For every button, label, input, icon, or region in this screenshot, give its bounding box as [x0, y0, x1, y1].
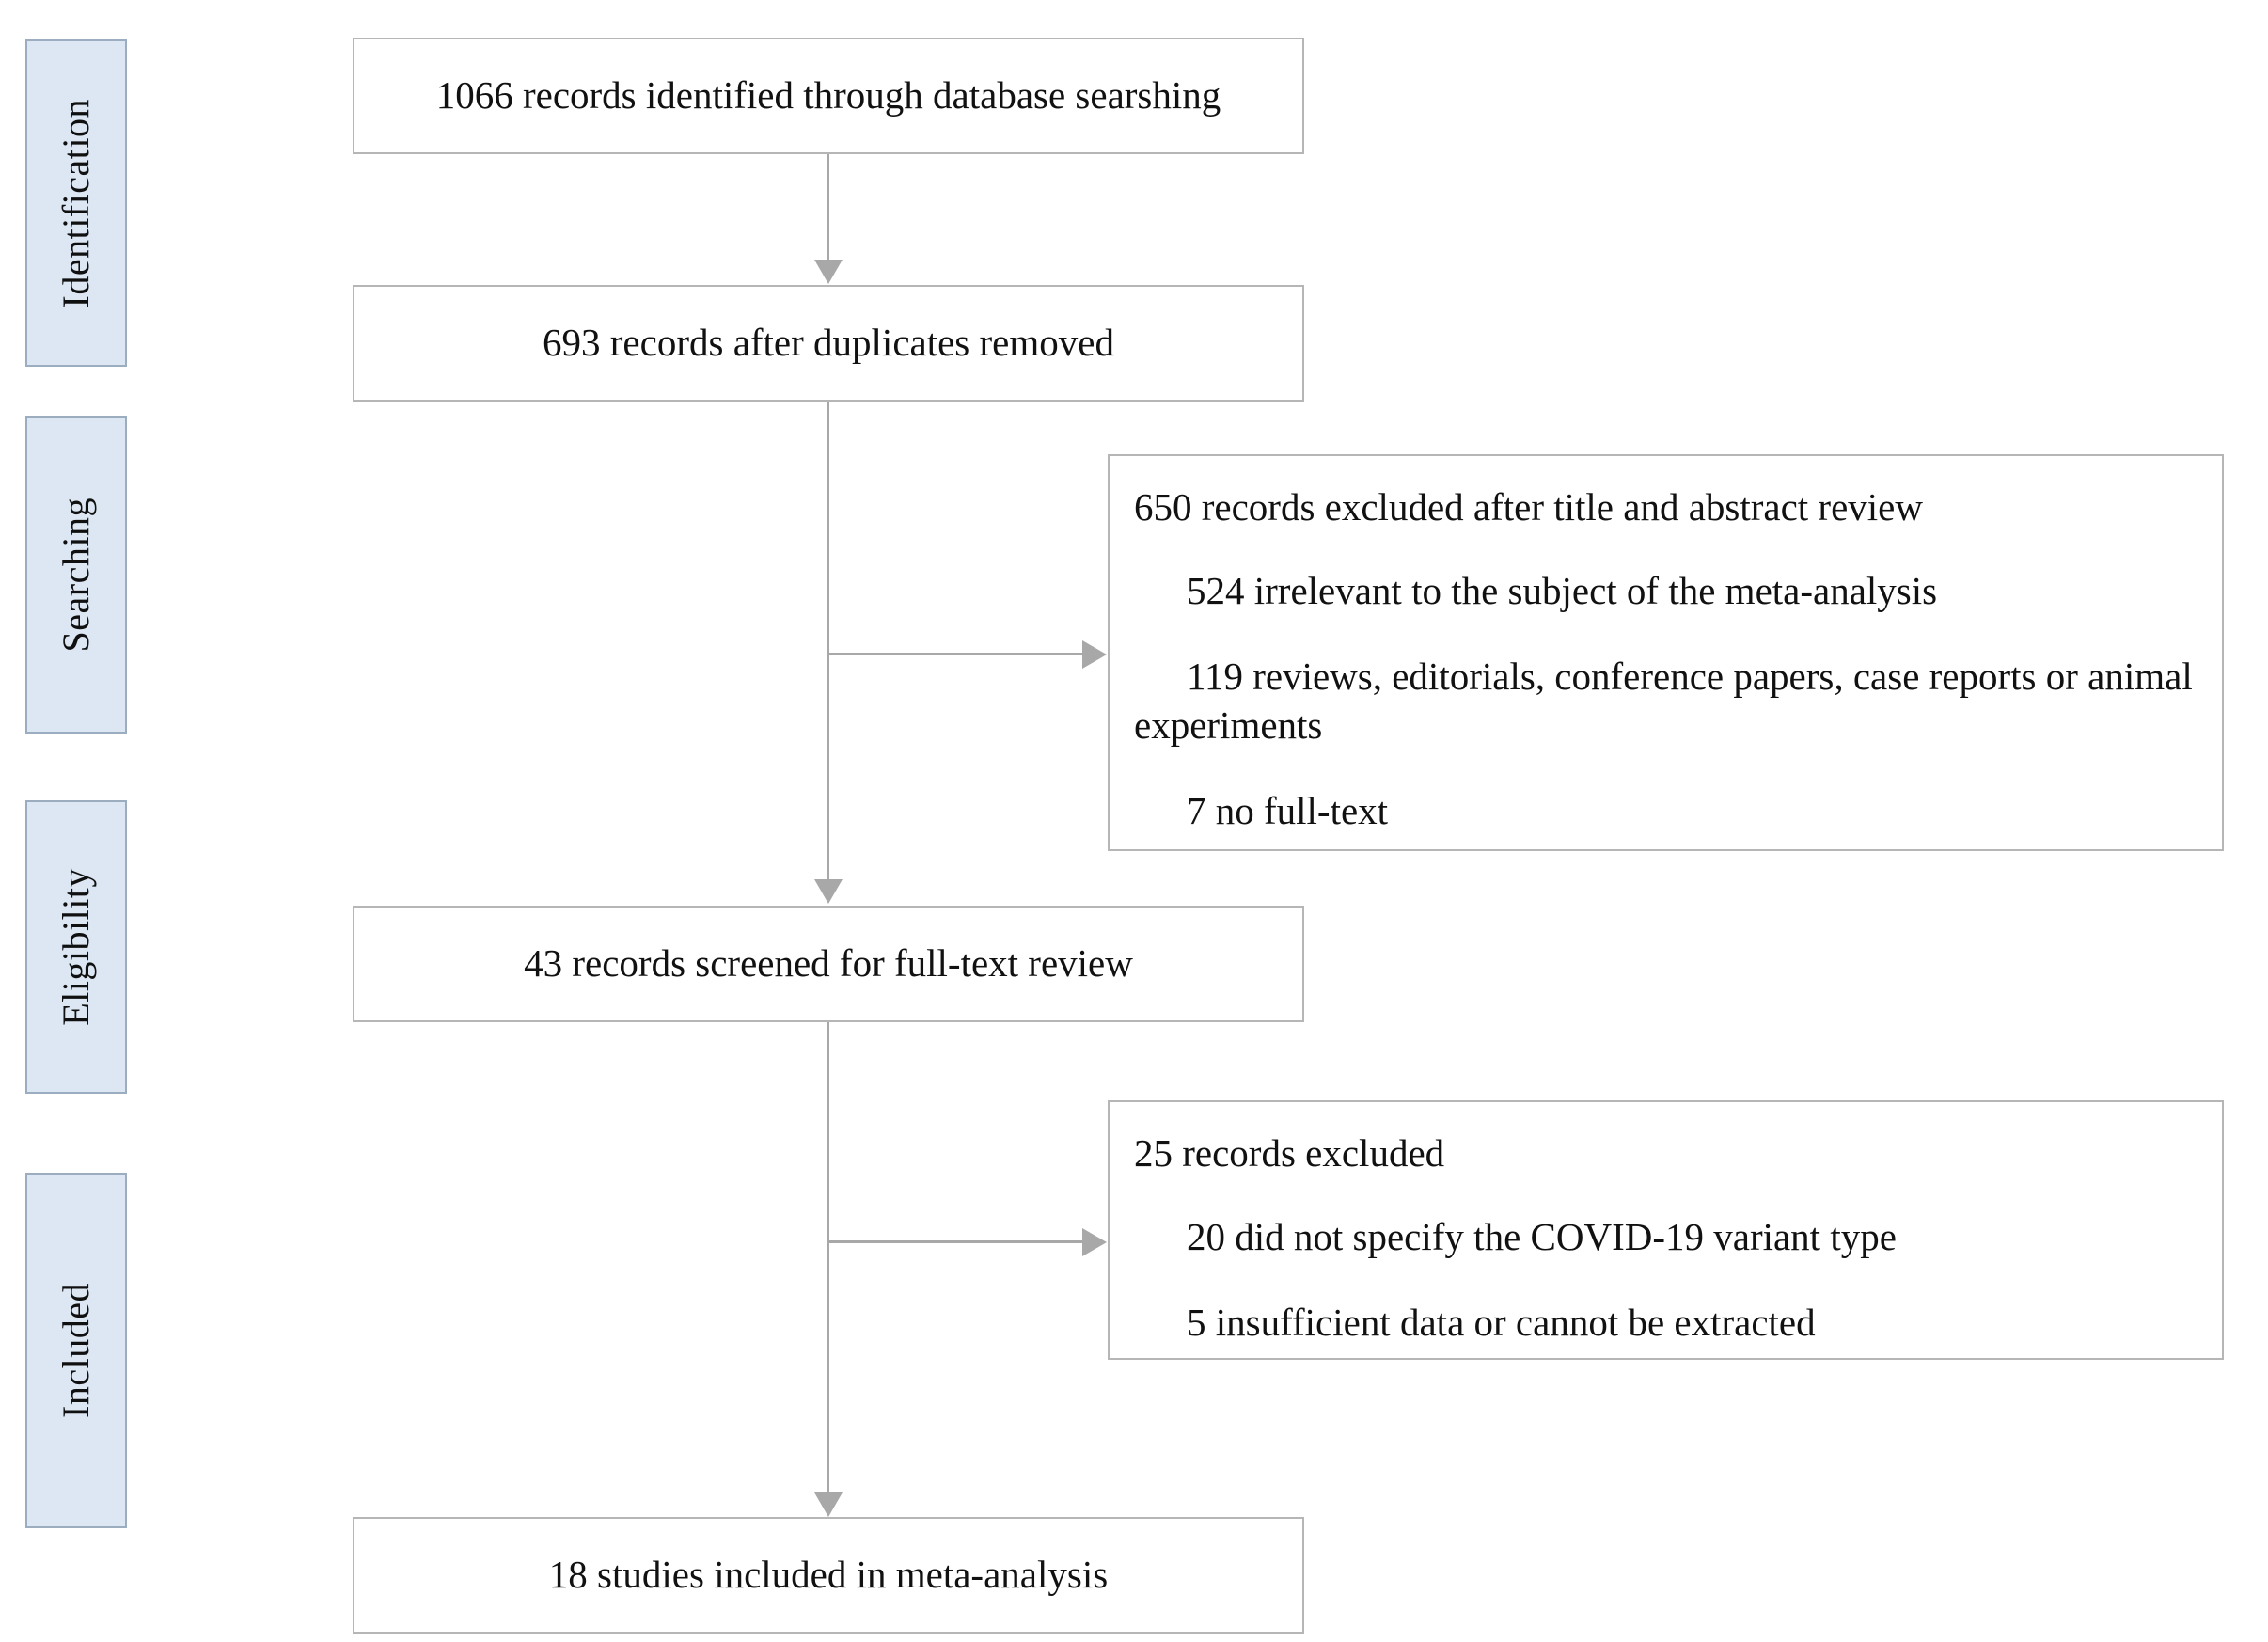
connector-to-title-abstract-exclusion: [827, 653, 1082, 655]
arrow-screened-to-included: [814, 1492, 843, 1517]
exclusion-item-irrelevant: 524 irrelevant to the subject of the met…: [1187, 569, 1938, 613]
stage-box-searching: Searching: [25, 416, 127, 734]
flow-box-after-duplicates-text: 693 records after duplicates removed: [543, 321, 1114, 365]
exclusion-item-insufficient-data: 5 insufficient data or cannot be extract…: [1187, 1300, 1816, 1344]
stage-box-identification: Identification: [25, 39, 127, 367]
flow-box-studies-included: 18 studies included in meta-analysis: [353, 1517, 1304, 1634]
connector-screened-to-included: [827, 1022, 829, 1492]
exclusion-box-title-abstract: 650 records excluded after title and abs…: [1108, 454, 2224, 851]
stage-label-searching: Searching: [55, 497, 97, 653]
exclusion-heading-title-abstract: 650 records excluded after title and abs…: [1134, 485, 1923, 529]
exclusion-item-reviews-editorials: 119 reviews, editorials, conference pape…: [1134, 654, 2193, 748]
arrow-to-fulltext-exclusion: [1082, 1228, 1107, 1256]
flow-box-studies-included-text: 18 studies included in meta-analysis: [548, 1553, 1109, 1597]
stage-box-eligibility: Eligibility: [25, 800, 127, 1094]
connector-duplicates-to-screened: [827, 402, 829, 879]
connector-to-fulltext-exclusion: [827, 1240, 1082, 1243]
flow-box-screened-fulltext: 43 records screened for full-text review: [353, 906, 1304, 1022]
exclusion-item-no-fulltext: 7 no full-text: [1187, 788, 1389, 832]
stage-label-included: Included: [55, 1283, 97, 1418]
arrow-to-title-abstract-exclusion: [1082, 640, 1107, 669]
arrow-identified-to-duplicates: [814, 260, 843, 284]
flow-box-screened-fulltext-text: 43 records screened for full-text review: [524, 941, 1133, 986]
stage-label-identification: Identification: [55, 98, 97, 308]
exclusion-heading-fulltext: 25 records excluded: [1134, 1131, 1445, 1175]
stage-box-included: Included: [25, 1173, 127, 1528]
exclusion-box-fulltext: 25 records excluded 20 did not specify t…: [1108, 1100, 2224, 1360]
arrow-duplicates-to-screened: [814, 879, 843, 904]
flow-box-records-identified-text: 1066 records identified through database…: [435, 73, 1221, 118]
flow-box-records-identified: 1066 records identified through database…: [353, 38, 1304, 154]
connector-identified-to-duplicates: [827, 154, 829, 260]
stage-label-eligibility: Eligibility: [55, 868, 97, 1026]
exclusion-item-no-variant-type: 20 did not specify the COVID-19 variant …: [1187, 1215, 1897, 1259]
flow-box-after-duplicates: 693 records after duplicates removed: [353, 285, 1304, 402]
